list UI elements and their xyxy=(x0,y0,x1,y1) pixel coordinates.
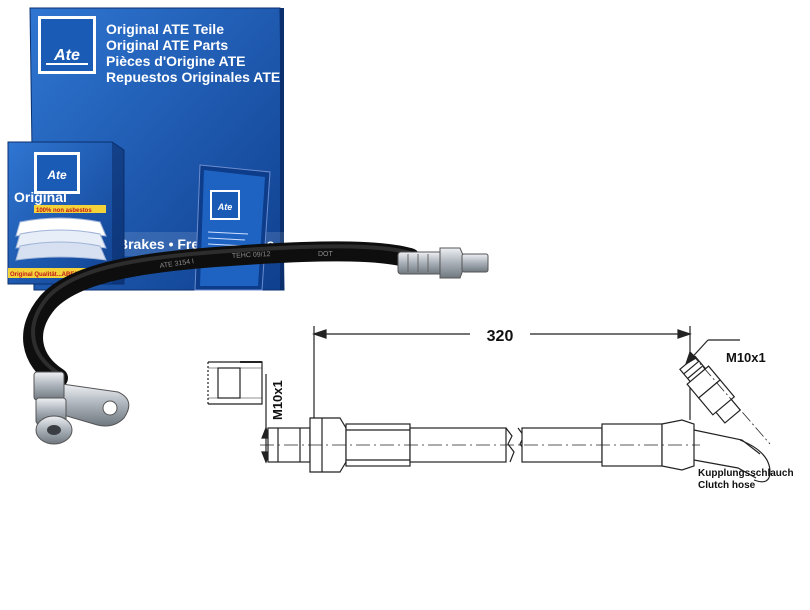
hose-drawing xyxy=(260,417,700,473)
pad-box-title: Original xyxy=(14,189,67,205)
pad-box-asbestos: 100% non asbestos xyxy=(36,208,92,214)
instruction-booklet: Ate xyxy=(194,164,271,291)
hose-print-3: DOT xyxy=(318,251,334,258)
box-line-4: Repuestos Originales ATE xyxy=(106,69,280,85)
right-thread-label: M10x1 xyxy=(726,350,766,365)
box-line-1: Original ATE Teile xyxy=(106,21,224,37)
brake-pads-icon xyxy=(15,217,107,261)
hose-right-fitting xyxy=(397,247,489,279)
length-dimension xyxy=(312,326,692,420)
pad-box-brand: Ate xyxy=(46,168,67,182)
ate-logo-icon: Ate xyxy=(38,16,96,74)
brake-hose: ATE 3154 I TEHC 09/12 DOT xyxy=(23,241,489,445)
length-label: 320 xyxy=(487,328,514,345)
box-brand: Ate xyxy=(53,47,80,64)
box-line-3: Pièces d'Origine ATE xyxy=(106,53,245,69)
port-detail xyxy=(207,361,263,405)
booklet-brand: Ate xyxy=(217,202,233,212)
left-thread-label: M10x1 xyxy=(270,380,285,420)
pad-box-quality: Original Qualität...ABE/ECE/R... xyxy=(10,272,100,278)
box-band-text: Brakes • Frei xyxy=(118,236,203,252)
caption-english: Clutch hose xyxy=(698,480,756,491)
angled-fitting-drawing xyxy=(679,339,771,483)
box-line-2: Original ATE Parts xyxy=(106,37,228,53)
technical-drawing: 320 M10x1 xyxy=(207,326,794,491)
caption-german: Kupplungsschlauch xyxy=(698,468,794,479)
pad-box-logo-icon: Ate xyxy=(34,152,80,194)
hose-left-fitting xyxy=(33,371,130,445)
brake-pad-box: Ate Original 100% non asbestos Original … xyxy=(7,141,125,285)
hose-print-1: ATE 3154 I xyxy=(159,258,194,270)
hose-print-2: TEHC 09/12 xyxy=(232,251,271,260)
